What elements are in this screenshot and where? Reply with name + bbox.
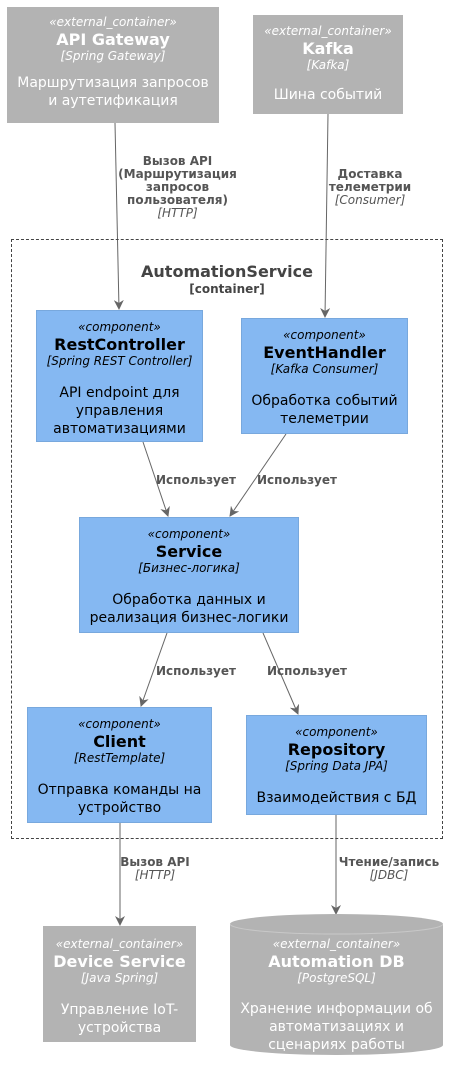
edge-label-technology: [Consumer] (334, 193, 406, 207)
node-name: Client (93, 732, 146, 751)
boundary-stereotype: [container] (189, 282, 265, 296)
arrow-service-to-repository (262, 632, 300, 715)
edge-label-service-client: Использует (156, 665, 236, 678)
edge-label-technology: [HTTP] (157, 206, 198, 220)
arrow-eventhandler-to-service (229, 433, 287, 517)
node-stereotype: «component» (295, 725, 378, 739)
device-service-node[interactable]: «external_container» Device Service [Jav… (43, 926, 196, 1042)
node-technology: [Бизнес-логика] (138, 561, 240, 575)
node-name: Device Service (53, 952, 186, 971)
node-name: Kafka (302, 39, 354, 58)
node-technology: [Spring REST Controller] (46, 354, 193, 368)
edge-label-service-repo: Использует (267, 665, 347, 678)
node-description: Обработка данных и реализация бизнес-лог… (89, 592, 289, 626)
edge-label-repo-db: Чтение/запись [JDBC] (335, 856, 443, 882)
node-name: RestController (54, 335, 185, 354)
node-stereotype: «component» (147, 527, 231, 541)
arrow-gateway-to-restcontroller (113, 122, 124, 310)
node-description: Маршрутизация запросов и аутетификация (17, 75, 209, 109)
node-technology: [Kafka] (306, 58, 350, 72)
edge-label-kafka-event: Доставка телеметрии [Consumer] (320, 168, 420, 207)
edge-label-text: Вызов API (120, 855, 190, 869)
node-description: Взаимодействия с БД (256, 790, 417, 806)
node-technology: [RestTemplate] (73, 751, 166, 765)
node-name: Repository (287, 740, 386, 759)
service-node[interactable]: «component» Service [Бизнес-логика] Обра… (79, 517, 299, 633)
node-technology: [Spring Gateway] (60, 49, 166, 63)
node-technology: [Spring Data JPA] (285, 759, 388, 773)
node-description: Отправка команды на устройство (37, 782, 202, 816)
edge-label-technology: [HTTP] (134, 868, 176, 882)
node-stereotype: «external_container» (49, 15, 177, 29)
node-name: API Gateway (56, 30, 170, 49)
node-name: Service (155, 542, 223, 561)
node-description: Обработка событий телеметрии (251, 393, 398, 427)
edge-label-client-device: Вызов API [HTTP] (115, 856, 195, 882)
boundary-name: AutomationService (141, 262, 313, 281)
database-cylinder-icon (230, 914, 443, 1055)
boundary-title: AutomationService [container] (12, 262, 442, 296)
restcontroller-node[interactable]: «component» RestController [Spring REST … (36, 310, 203, 442)
automation-db-node[interactable]: «external_container» Automation DB [Post… (230, 914, 443, 1055)
node-stereotype: «external_container» (272, 937, 401, 951)
edge-label-text: Использует (257, 473, 337, 487)
edge-label-text: Использует (156, 664, 236, 678)
edge-label-text: Чтение/запись (338, 855, 440, 869)
edge-label-gateway-rest: Вызов API (Маршрутизация запросов пользо… (110, 155, 245, 220)
node-description: Хранение информации об автоматизациях и … (240, 1001, 433, 1053)
automation-service-boundary: AutomationService [container] (11, 239, 443, 839)
arrow-kafka-to-eventhandler (320, 113, 331, 318)
node-name: EventHandler (263, 343, 386, 362)
node-stereotype: «component» (78, 320, 161, 334)
node-stereotype: «external_container» (264, 24, 392, 38)
edge-label-technology: [JDBC] (369, 868, 409, 882)
repository-node[interactable]: «component» Repository [Spring Data JPA]… (246, 715, 427, 815)
node-name: Automation DB (268, 952, 405, 971)
edge-label-text: Доставка телеметрии (328, 167, 412, 194)
node-description: API endpoint для управления автоматизаци… (53, 385, 186, 437)
node-stereotype: «external_container» (55, 937, 184, 951)
kafka-node[interactable]: «external_container» Kafka [Kafka] Шина … (253, 15, 403, 114)
node-stereotype: «component» (78, 717, 161, 731)
api-gateway-node[interactable]: «external_container» API Gateway [Spring… (7, 7, 219, 123)
node-technology: [PostgreSQL] (297, 971, 376, 985)
edge-label-text: Использует (156, 473, 236, 487)
eventhandler-node[interactable]: «component» EventHandler [Kafka Consumer… (241, 318, 408, 434)
edge-label-rest-service: Использует (156, 474, 236, 487)
arrow-service-to-client (139, 632, 168, 707)
edge-label-event-service: Использует (257, 474, 337, 487)
arrow-restcontroller-to-service (142, 441, 170, 517)
node-technology: [Java Spring] (80, 971, 159, 985)
client-node[interactable]: «component» Client [RestTemplate] Отправ… (27, 707, 212, 823)
node-stereotype: «component» (283, 328, 366, 342)
node-description: Шина событий (273, 87, 383, 103)
node-technology: [Kafka Consumer] (270, 362, 379, 376)
node-description: Управление IoT-устройства (60, 1002, 179, 1036)
edge-label-text: Вызов API (Маршрутизация запросов пользо… (118, 154, 237, 207)
edge-label-text: Использует (267, 664, 347, 678)
